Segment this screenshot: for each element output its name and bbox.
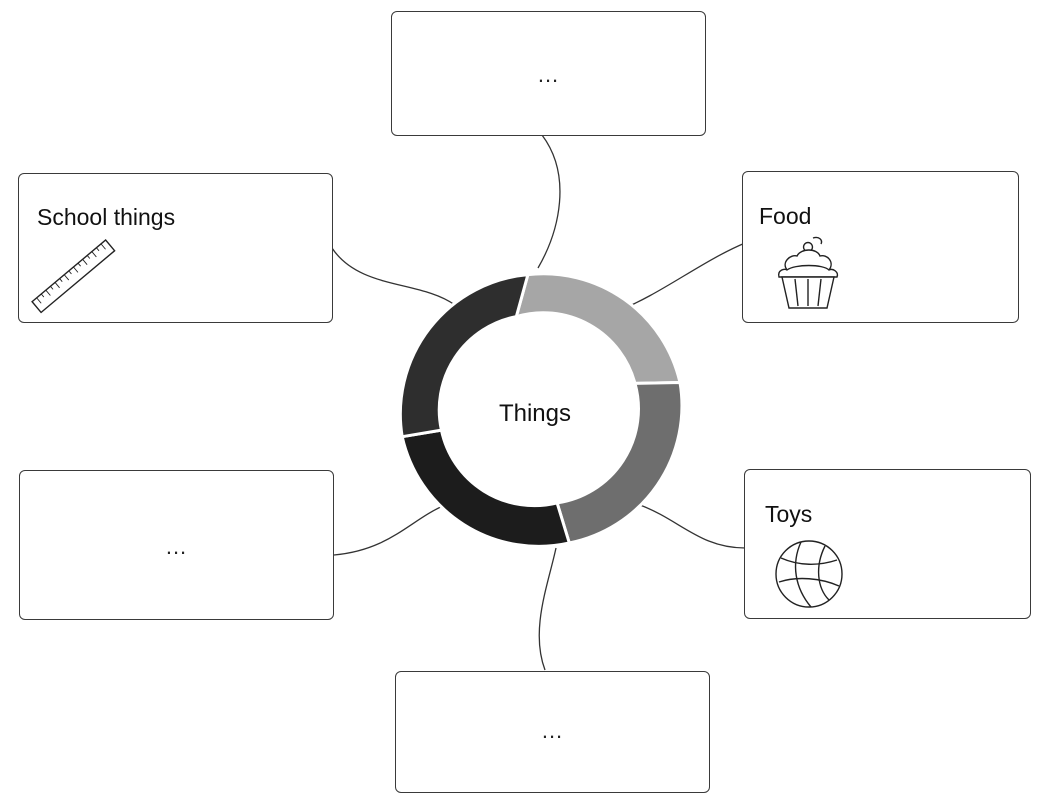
connector-toys bbox=[639, 504, 746, 549]
placeholder-dots: ... bbox=[537, 62, 560, 87]
school-things-label: School things bbox=[37, 204, 176, 230]
basketball-icon bbox=[775, 540, 843, 608]
connector-top bbox=[537, 134, 561, 269]
connector-bottom bbox=[538, 547, 557, 671]
left-middle-box: ... bbox=[19, 470, 334, 620]
ring-segment-dark bbox=[400, 428, 572, 548]
center-label: Things bbox=[498, 400, 572, 427]
food-label: Food bbox=[759, 203, 812, 229]
top-box: ... bbox=[391, 11, 706, 136]
food-box: Food bbox=[742, 171, 1019, 323]
connector-school bbox=[331, 247, 456, 306]
school-things-box: School things bbox=[18, 173, 333, 323]
ruler-icon bbox=[31, 239, 116, 314]
placeholder-dots: ... bbox=[165, 534, 188, 559]
toys-box: Toys bbox=[744, 469, 1031, 619]
cupcake-icon bbox=[777, 236, 839, 309]
bottom-box: ... bbox=[395, 671, 710, 793]
ring-segment-light bbox=[514, 272, 682, 385]
ring-segment-darkest bbox=[398, 272, 530, 439]
toys-label: Toys bbox=[765, 501, 813, 527]
connector-left-middle bbox=[333, 504, 446, 556]
placeholder-dots: ... bbox=[541, 718, 564, 743]
